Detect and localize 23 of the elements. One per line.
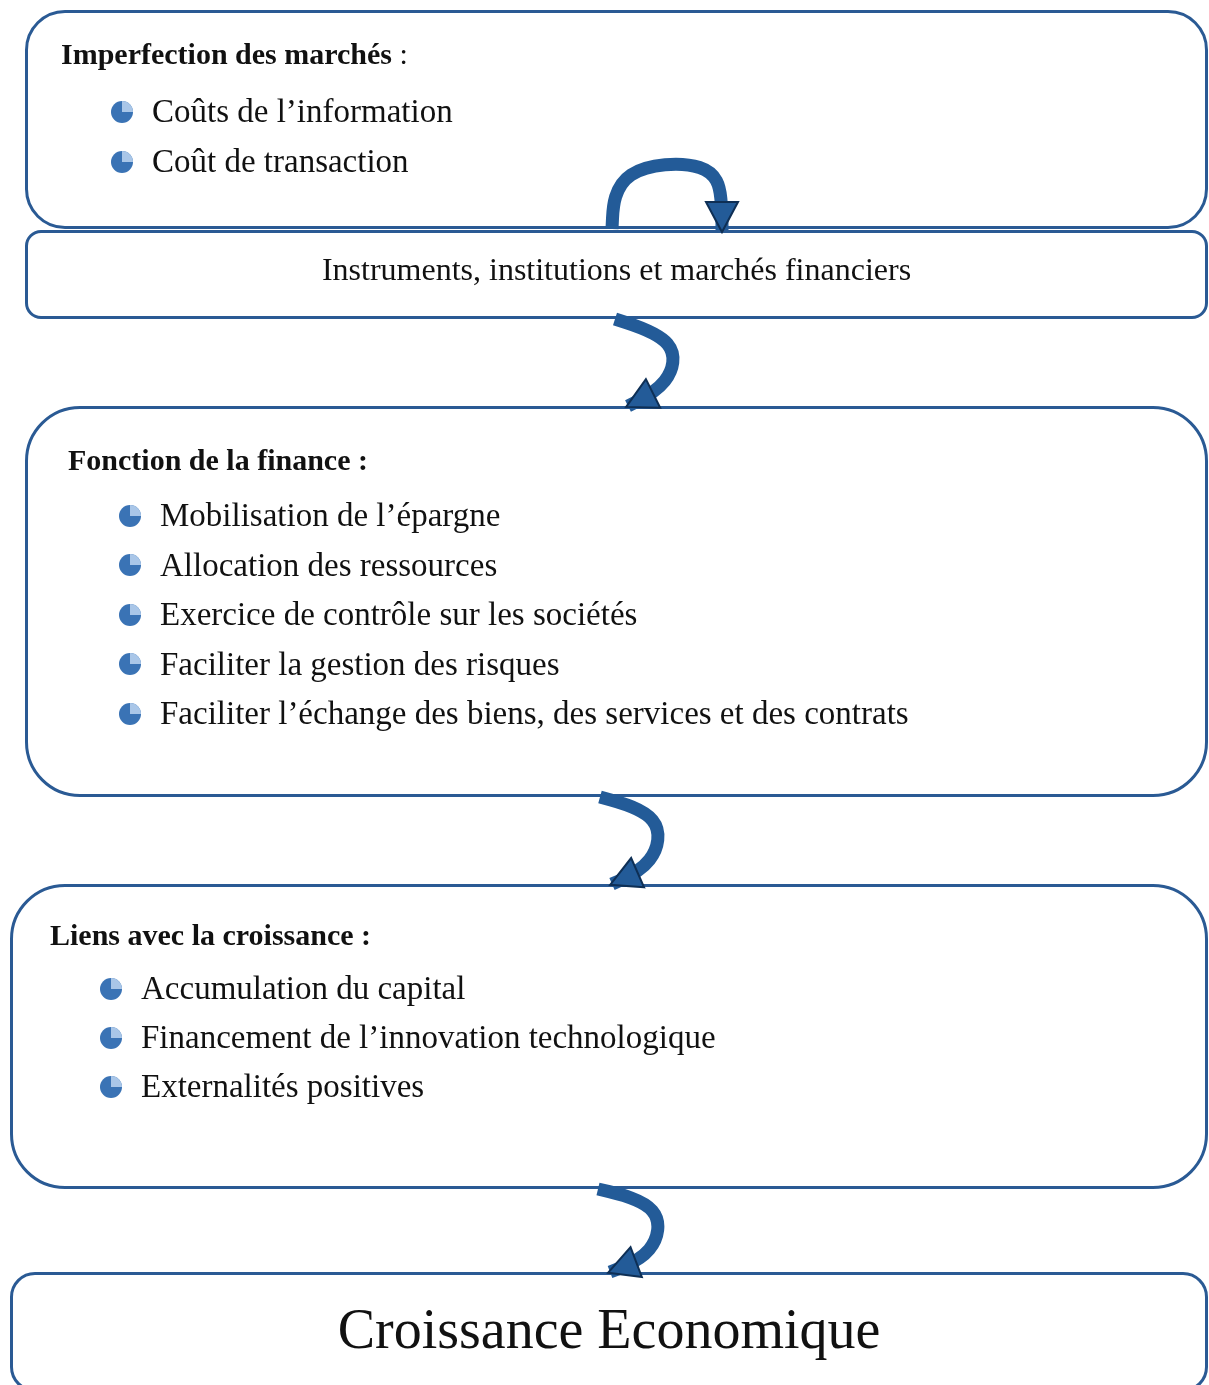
list-item: Exercice de contrôle sur les sociétés bbox=[160, 596, 638, 633]
list-item: Coût de transaction bbox=[152, 143, 409, 180]
list-item: Allocation des ressources bbox=[160, 546, 498, 584]
list-item: Financement de l’innovation technologique bbox=[141, 1019, 716, 1056]
rounded-box bbox=[10, 1272, 1208, 1385]
curved-arrow bbox=[596, 1182, 665, 1279]
section-heading: Fonction de la finance : bbox=[68, 443, 368, 477]
rounded-box bbox=[10, 884, 1208, 1189]
box-text: Croissance Economique bbox=[336, 1297, 882, 1361]
rounded-box bbox=[25, 406, 1208, 797]
section-heading: Liens avec la croissance : bbox=[50, 918, 372, 952]
rounded-box bbox=[25, 10, 1208, 229]
list-item: Mobilisation de l’épargne bbox=[160, 497, 501, 534]
list-item: Faciliter l’échange des biens, des services et des contrats bbox=[160, 695, 909, 732]
list-item: Accumulation du capital bbox=[141, 970, 466, 1007]
box-text: Instruments, institutions et marchés financiers bbox=[320, 251, 913, 288]
section-heading: Imperfection des marchés : bbox=[61, 37, 408, 71]
curved-arrow bbox=[598, 790, 665, 890]
list-item: Coûts de l’information bbox=[152, 93, 453, 130]
rounded-box bbox=[25, 230, 1208, 319]
list-item: Faciliter la gestion des risques bbox=[160, 645, 560, 683]
curved-arrow bbox=[613, 312, 680, 412]
list-item: Externalités positives bbox=[141, 1068, 425, 1105]
